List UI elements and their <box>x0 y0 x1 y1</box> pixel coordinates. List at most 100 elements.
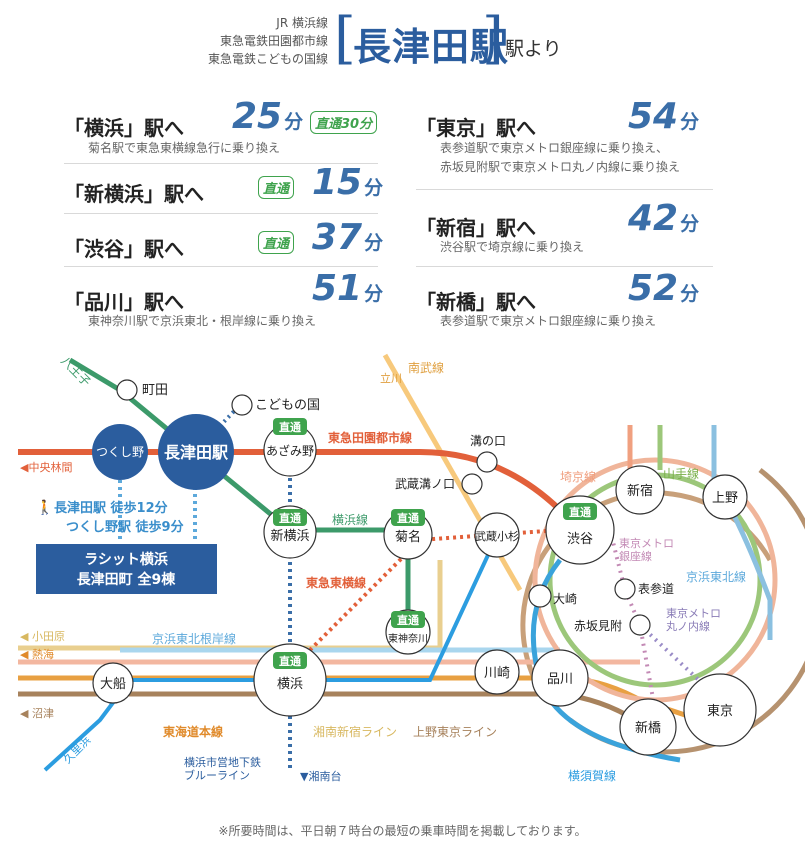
walk-tsukushino: つくし野駅 徒歩9分 <box>66 519 184 535</box>
label-shibuya: 渋谷 <box>567 532 593 547</box>
footer-note: ※所要時間は、平日朝７時台の最短の乗車時間を掲載しております。 <box>218 824 587 838</box>
label-yokosuka: 横須賀線 <box>568 768 616 783</box>
page-title: 長津田駅 <box>353 25 510 69</box>
direct-badge-shinyokohama: 直通 <box>258 176 295 199</box>
label-musashimizonokuchi: 武蔵溝ノ口 <box>395 477 455 491</box>
line-list: JR 横浜線 東急電鉄田園都市線 東急電鉄こどもの国線 <box>150 14 328 68</box>
label-ofuna: 大船 <box>100 677 126 692</box>
label-shonanshinjuku: 湘南新宿ライン <box>313 724 397 739</box>
badge-yokohama-text: 直通 <box>279 654 301 668</box>
label-ginza: 東京メトロ銀座線 <box>619 536 674 563</box>
route-yokohama: 「横浜」駅へ <box>64 116 184 140</box>
line-labels: 八王子 南武線 立川 東急田園都市線 横浜線 東急東横線 埼京線 山手線 東京メ… <box>20 354 746 783</box>
station-shinbashi <box>619 698 677 756</box>
station-ueno <box>702 474 748 520</box>
badge-yokohama <box>273 652 307 669</box>
label-tokyo: 東京 <box>707 703 733 719</box>
express-badge-yokohama: 直通30分 <box>310 111 378 134</box>
line-kodomonokuni: 東急電鉄こどもの国線 <box>207 52 328 66</box>
label-kodomonokuni: こどもの国 <box>255 398 320 413</box>
station-tsukushino <box>92 424 148 480</box>
route-shinagawa: 「品川」駅へ <box>64 290 184 314</box>
station-kawasaki <box>474 649 520 695</box>
badge-azamino <box>273 418 307 435</box>
label-saikyo: 埼京線 <box>560 469 596 484</box>
label-marunouchi: 東京メトロ丸ノ内線 <box>666 606 721 633</box>
line-kodomonokuni <box>193 403 242 454</box>
label-akasakamitsuke: 赤坂見附 <box>574 619 622 633</box>
badge-kikuna <box>391 509 425 526</box>
divider <box>64 213 378 214</box>
station-kodomonokuni <box>231 394 253 416</box>
divider <box>64 266 378 267</box>
title-suffix: 駅より <box>505 38 562 60</box>
divider <box>416 189 713 190</box>
line-keihintohoku <box>711 425 773 640</box>
note-shinbashi: 表参道駅で東京メトロ銀座線に乗り換え <box>440 314 657 328</box>
map-badges: 直通 直通 直通 直通 直通 直通 <box>273 418 597 669</box>
label-shinagawa: 品川 <box>547 672 573 687</box>
badge-shinyokohama-text: 直通 <box>279 511 301 525</box>
station-yokohama <box>253 643 327 717</box>
label-uenotokyo: 上野東京ライン <box>413 725 497 739</box>
divider <box>416 266 713 267</box>
property-box <box>36 544 217 594</box>
walk-info: 🚶 長津田駅 徒歩12分 つくし野駅 徒歩9分 <box>36 499 184 535</box>
label-ueno: 上野 <box>712 491 738 506</box>
label-tsukushino: つくし野 <box>96 445 144 459</box>
label-blueline: 横浜市営地下鉄ブルーライン <box>184 755 261 782</box>
bracket-left: [ <box>334 6 356 71</box>
label-kawasaki: 川崎 <box>484 666 510 681</box>
label-shinyokohama: 新横浜 <box>270 528 309 544</box>
label-atami: ◀ 熱海 <box>20 647 54 661</box>
station-musashikosugi <box>474 512 520 558</box>
direct-badge-shibuya: 直通 <box>258 231 295 254</box>
station-musashimizonokuchi <box>461 473 483 495</box>
label-shinbashi: 新橋 <box>635 720 661 736</box>
station-akasakamitsuke <box>629 614 651 636</box>
label-mizonokuchi: 溝の口 <box>470 434 506 448</box>
route-shinjuku: 「新宿」駅へ <box>416 216 536 240</box>
label-shonandai: ▼湘南台 <box>300 769 341 783</box>
walk-icon: 🚶 <box>36 499 53 516</box>
badge-shibuya <box>563 503 597 520</box>
station-ofuna <box>92 662 134 704</box>
badge-higashikanagawa <box>391 611 425 628</box>
line-jr-yokohama: JR 横浜線 <box>276 16 328 30</box>
station-labels: 長津田駅 つくし野 町田 こどもの国 あざみ野 新横浜 菊名 東神奈川 横浜 大… <box>96 383 738 736</box>
label-yokohama-line: 横浜線 <box>332 512 368 527</box>
note-tokyo-2: 赤坂見附駅で東京メトロ丸ノ内線に乗り換え <box>440 160 681 174</box>
station-omotesando <box>614 578 636 600</box>
station-shinagawa <box>531 649 589 707</box>
label-negishi: 京浜東北根岸線 <box>152 631 236 646</box>
badge-shinyokohama <box>273 509 307 526</box>
label-numazu: ◀ 沼津 <box>20 706 54 720</box>
label-omotesando: 表参道 <box>638 581 674 596</box>
station-mizonokuchi <box>476 451 498 473</box>
stations <box>92 379 757 756</box>
label-tachikawa: 立川 <box>380 371 402 385</box>
label-denentoshi: 東急田園都市線 <box>328 430 412 445</box>
label-kikuna: 菊名 <box>395 529 421 545</box>
route-shinbashi: 「新橋」駅へ <box>416 290 536 314</box>
line-denentoshi: 東急電鉄田園都市線 <box>219 34 328 48</box>
route-shibuya: 「渋谷」駅へ <box>64 237 184 261</box>
label-nagatsuta: 長津田駅 <box>164 443 229 462</box>
note-tokyo-1: 表参道駅で東京メトロ銀座線に乗り換え、 <box>440 141 669 155</box>
label-nambu: 南武線 <box>408 360 444 375</box>
label-yamanote: 山手線 <box>663 466 699 481</box>
property-name: ラシット横浜 <box>84 551 168 568</box>
badge-azamino-text: 直通 <box>279 420 301 434</box>
label-odawara: ◀ 小田原 <box>20 630 65 643</box>
label-machida: 町田 <box>142 383 168 398</box>
badge-shibuya-text: 直通 <box>569 505 591 519</box>
label-yokohama: 横浜 <box>277 677 303 692</box>
station-osaki <box>528 584 552 608</box>
